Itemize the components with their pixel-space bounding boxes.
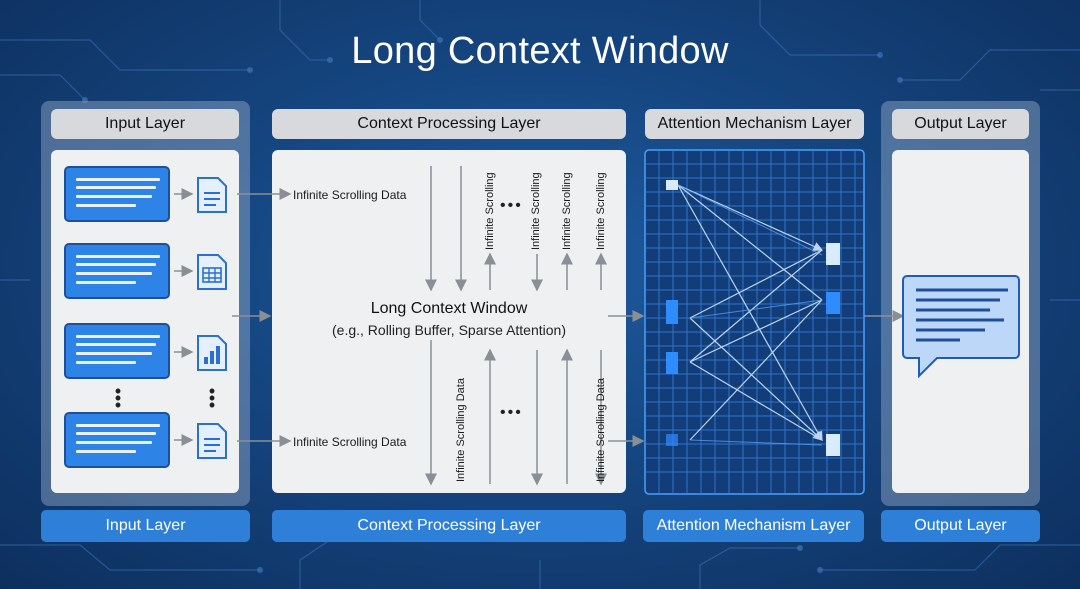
context-processing-layer-footer: Context Processing Layer [272, 510, 626, 542]
input-layer-footer: Input Layer [41, 510, 250, 542]
stream-top-label: Infinite Scrolling Data [293, 188, 407, 202]
bottom-ellipsis: ••• [500, 404, 523, 421]
vertical-label-top-1: Infinite Scrolling [484, 172, 496, 250]
chart-document-icon [197, 335, 227, 371]
output-layer-header: Output Layer [892, 109, 1029, 139]
input-text-block-2 [64, 243, 170, 299]
vertical-label-top-2: Infinite Scrolling [530, 172, 542, 250]
attention-grid [644, 149, 865, 495]
input-vertical-ellipsis: ••• [114, 381, 122, 415]
context-processing-layer-header: Context Processing Layer [272, 109, 626, 139]
input-layer-header: Input Layer [51, 109, 239, 139]
input-text-block-1 [64, 166, 170, 222]
vertical-label-top-4: Infinite Scrolling [595, 172, 607, 250]
vertical-label-bottom-2: Infinite Scrolling Data [595, 378, 607, 482]
output-message-bubble [902, 275, 1020, 379]
center-title: Long Context Window [370, 300, 528, 317]
input-icon-vertical-ellipsis: ••• [208, 381, 216, 415]
stream-bottom-label: Infinite Scrolling Data [293, 435, 407, 449]
text-document-icon [197, 177, 227, 213]
vertical-label-top-3: Infinite Scrolling [561, 172, 573, 250]
text-document-icon [197, 423, 227, 459]
input-text-block-3 [64, 323, 170, 379]
diagram-title: Long Context Window [351, 30, 729, 72]
attention-mechanism-layer-header: Attention Mechanism Layer [645, 109, 864, 139]
attention-mechanism-layer-footer: Attention Mechanism Layer [643, 510, 864, 542]
top-ellipsis: ••• [500, 197, 523, 214]
center-subtitle: (e.g., Rolling Buffer, Sparse Attention) [332, 322, 566, 338]
input-text-block-4 [64, 412, 170, 468]
spreadsheet-document-icon [197, 254, 227, 290]
output-layer-footer: Output Layer [881, 510, 1040, 542]
vertical-label-bottom-1: Infinite Scrolling Data [455, 378, 467, 482]
